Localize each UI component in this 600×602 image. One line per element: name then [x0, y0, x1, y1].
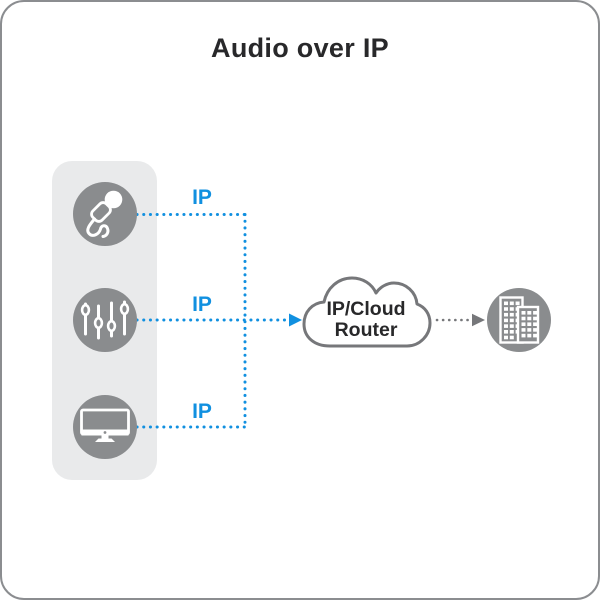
- mixer-icon: [73, 288, 137, 352]
- microphone-icon: [73, 182, 137, 246]
- ip-label-mixer: IP: [192, 293, 212, 316]
- mixer-source: [73, 288, 137, 352]
- gray-arrowhead-icon: [472, 313, 485, 327]
- ip-label-mic: IP: [192, 186, 212, 209]
- destination-node: [487, 288, 551, 352]
- router-label-line2: Router: [334, 319, 398, 341]
- monitor-icon: [73, 395, 137, 459]
- building-windows-right: [521, 311, 538, 338]
- cloud-icon: [302, 276, 432, 348]
- page-title: Audio over IP: [211, 33, 389, 63]
- microphone-source: [73, 182, 137, 246]
- router-label: IP/Cloud Router: [298, 299, 434, 341]
- building-icon: [487, 288, 551, 352]
- monitor-source: [73, 395, 137, 459]
- ip-label-monitor: IP: [192, 400, 212, 423]
- router-label-line1: IP/Cloud: [326, 298, 406, 320]
